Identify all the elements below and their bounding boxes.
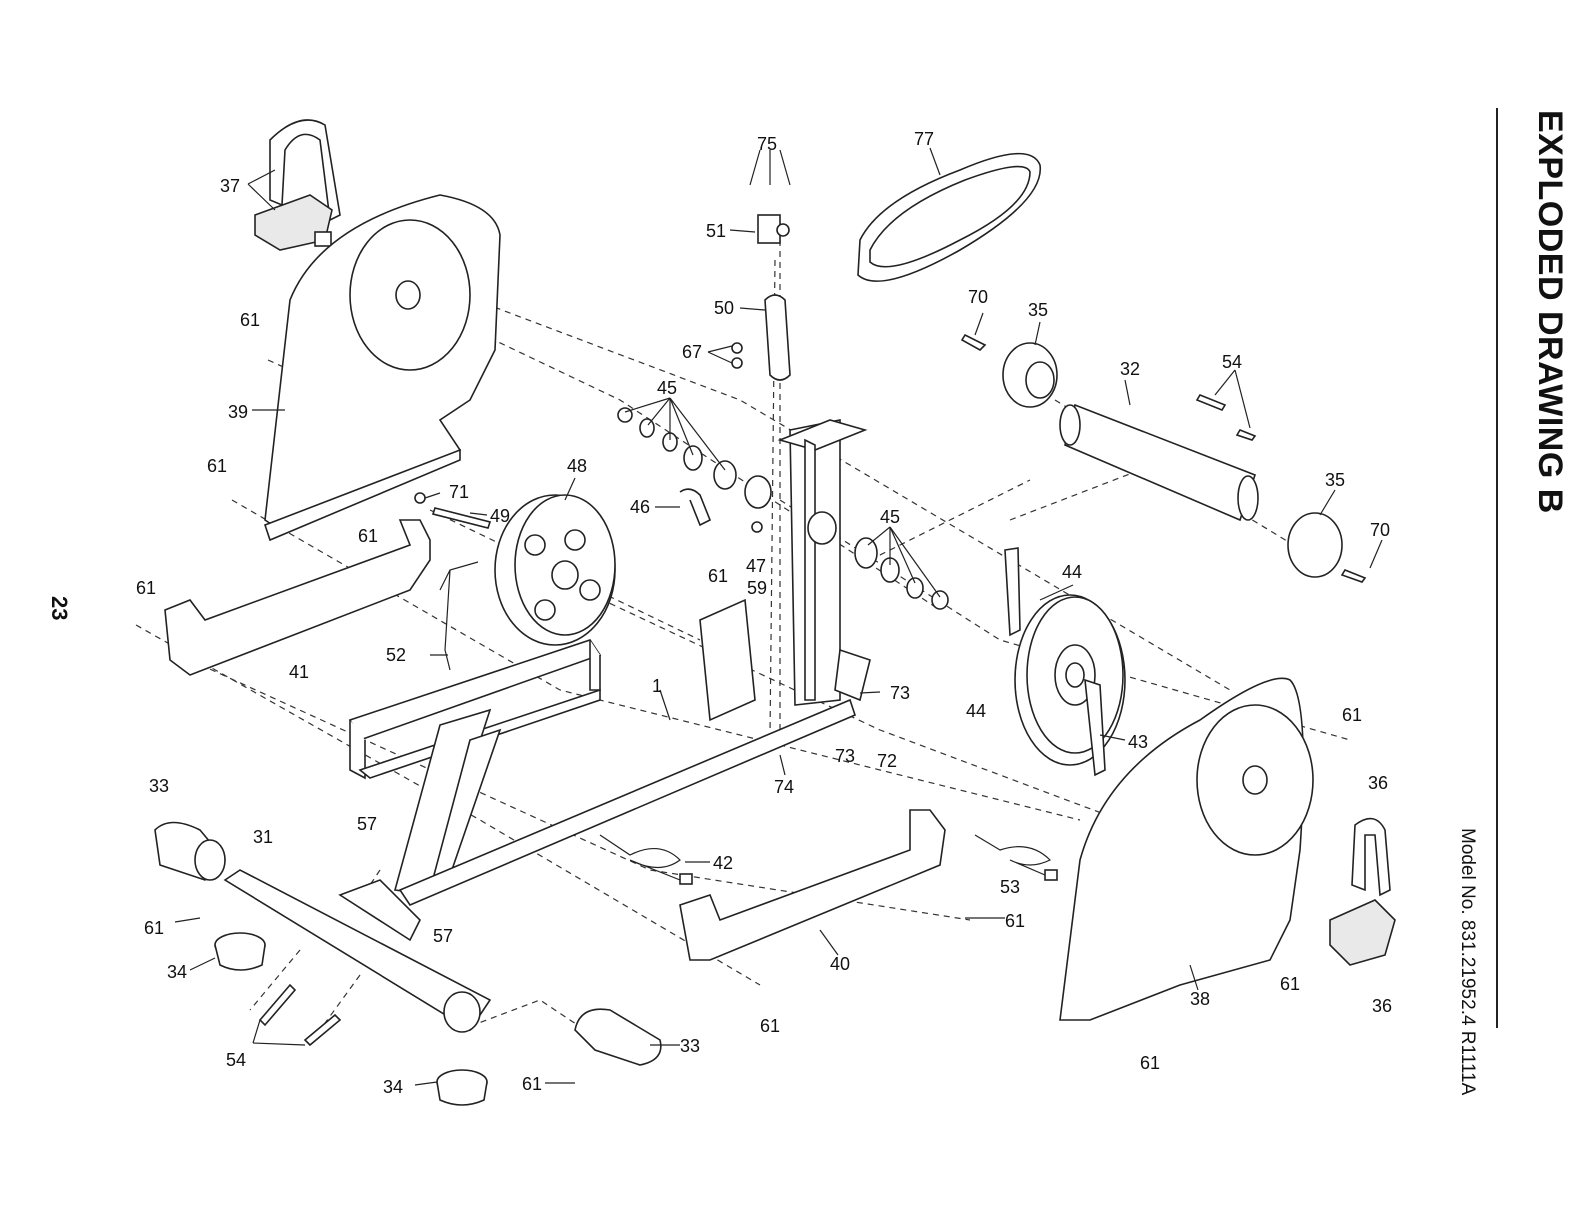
callout-53: 53 [1000, 877, 1020, 897]
callout-35: 35 [1028, 300, 1048, 320]
callout-61: 61 [136, 578, 156, 598]
callout-37: 37 [220, 176, 240, 196]
callout-61: 61 [358, 526, 378, 546]
callout-61: 61 [240, 310, 260, 330]
callout-59: 59 [747, 578, 767, 598]
callout-47: 47 [746, 556, 766, 576]
callout-36: 36 [1368, 773, 1388, 793]
callout-61: 61 [522, 1074, 542, 1094]
callout-73: 73 [835, 746, 855, 766]
callout-70: 70 [968, 287, 988, 307]
callout-61: 61 [1140, 1053, 1160, 1073]
callout-36: 36 [1372, 996, 1392, 1016]
callout-51: 51 [706, 221, 726, 241]
callout-75: 75 [757, 134, 777, 154]
callout-52: 52 [386, 645, 406, 665]
callout-54: 54 [1222, 352, 1242, 372]
callout-45: 45 [880, 507, 900, 527]
drive-belt [858, 154, 1040, 282]
callout-44: 44 [966, 701, 986, 721]
callout-40: 40 [830, 954, 850, 974]
callout-54: 54 [226, 1050, 246, 1070]
callout-61: 61 [1342, 705, 1362, 725]
callout-61: 61 [1005, 911, 1025, 931]
callout-35: 35 [1325, 470, 1345, 490]
callout-57: 57 [357, 814, 377, 834]
left-pedal [255, 120, 340, 250]
callout-45: 45 [657, 378, 677, 398]
callout-32: 32 [1120, 359, 1140, 379]
callout-57: 57 [433, 926, 453, 946]
callout-41: 41 [289, 662, 309, 682]
callout-71: 71 [449, 482, 469, 502]
callout-61: 61 [207, 456, 227, 476]
callout-46: 46 [630, 497, 650, 517]
callout-33: 33 [680, 1036, 700, 1056]
callout-70: 70 [1370, 520, 1390, 540]
flywheel [495, 495, 615, 645]
callout-49: 49 [490, 506, 510, 526]
callout-72: 72 [877, 751, 897, 771]
callout-39: 39 [228, 402, 248, 422]
resistance-wheel [1005, 548, 1125, 775]
callout-43: 43 [1128, 732, 1148, 752]
callout-34: 34 [383, 1077, 403, 1097]
right-pedal [1330, 819, 1395, 965]
callout-44: 44 [1062, 562, 1082, 582]
callout-1: 1 [652, 676, 662, 696]
callout-67: 67 [682, 342, 702, 362]
callout-48: 48 [567, 456, 587, 476]
callout-42: 42 [713, 853, 733, 873]
callout-61: 61 [760, 1016, 780, 1036]
callout-61: 61 [144, 918, 164, 938]
callout-34: 34 [167, 962, 187, 982]
callout-61: 61 [708, 566, 728, 586]
callout-38: 38 [1190, 989, 1210, 1009]
callout-31: 31 [253, 827, 273, 847]
callout-61: 61 [1280, 974, 1300, 994]
callout-77: 77 [914, 129, 934, 149]
callout-73: 73 [890, 683, 910, 703]
callout-50: 50 [714, 298, 734, 318]
callout-74: 74 [774, 777, 794, 797]
callout-33: 33 [149, 776, 169, 796]
rear-stabilizer [962, 335, 1365, 582]
